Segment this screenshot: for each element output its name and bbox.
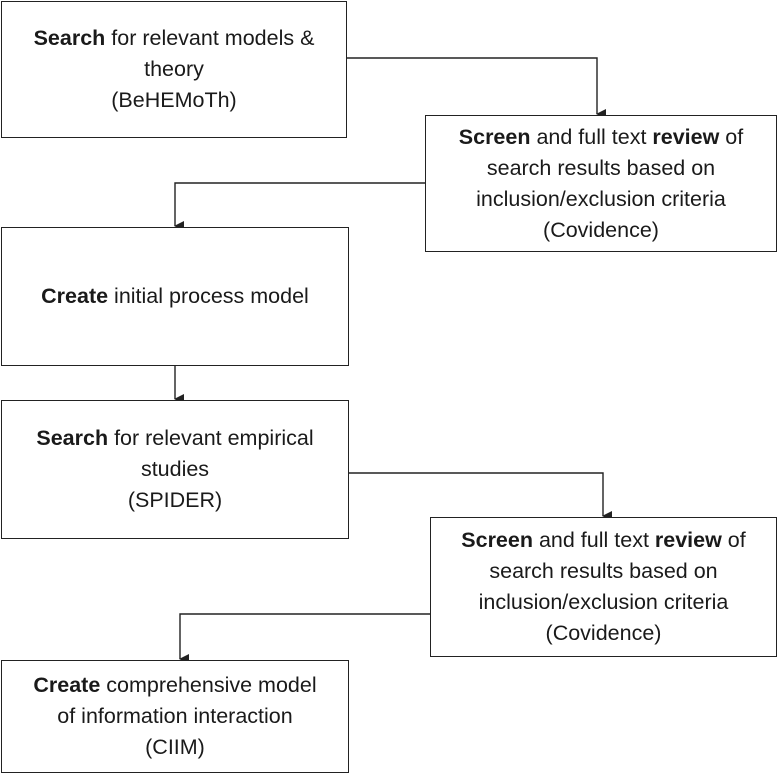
- step-1-line3: (BeHEMoTh): [111, 88, 237, 112]
- step-1-line2: theory: [144, 57, 204, 81]
- step-1-text: for relevant models &: [105, 26, 315, 50]
- step-5-text2: of: [721, 528, 746, 552]
- step-5-line2: search results based on: [489, 559, 718, 583]
- step-6-line2: of information interaction: [57, 704, 293, 728]
- step-screen-review-2: Screen and full text review of search re…: [430, 517, 777, 657]
- step-create-initial-model: Create initial process model: [1, 227, 349, 366]
- arrow-2-to-3: [174, 182, 425, 231]
- step-2-text: and full text: [530, 124, 653, 149]
- step-2-bold: Screen: [458, 124, 531, 149]
- step-screen-review-1: Screen and full text review of search re…: [425, 115, 777, 252]
- step-5-text: and full text: [532, 528, 655, 552]
- step-5-bold2: review: [654, 528, 722, 552]
- step-create-comprehensive-model: Create comprehensive model of informatio…: [1, 660, 349, 773]
- step-search-models: Search for relevant models & theory (BeH…: [1, 1, 347, 138]
- step-2-line2: search results based on: [486, 155, 716, 180]
- step-5-line3: inclusion/exclusion criteria: [478, 590, 729, 614]
- step-4-line2: studies: [140, 457, 210, 481]
- step-3-bold: Create: [41, 284, 109, 308]
- step-2-line4: (Covidence): [543, 217, 659, 242]
- step-6-bold: Create: [33, 673, 101, 697]
- step-2-line3: inclusion/exclusion criteria: [476, 186, 726, 211]
- step-2-bold2: review: [652, 124, 720, 149]
- step-6-line3: (CIIM): [145, 735, 205, 759]
- step-3-text: initial process model: [108, 284, 309, 308]
- step-2-text2: of: [719, 124, 744, 149]
- step-search-studies: Search for relevant empirical studies (S…: [1, 400, 349, 539]
- step-4-bold: Search: [36, 426, 109, 450]
- step-5-bold: Screen: [461, 528, 533, 552]
- step-6-text: comprehensive model: [100, 673, 317, 697]
- arrow-5-to-6: [179, 613, 430, 664]
- step-5-line4: (Covidence): [545, 621, 662, 645]
- step-1-bold: Search: [33, 26, 106, 50]
- arrow-4-to-5: [349, 472, 612, 521]
- arrow-1-to-2: [347, 57, 606, 119]
- step-4-line3: (SPIDER): [127, 488, 223, 512]
- step-4-text: for relevant empirical: [108, 426, 314, 450]
